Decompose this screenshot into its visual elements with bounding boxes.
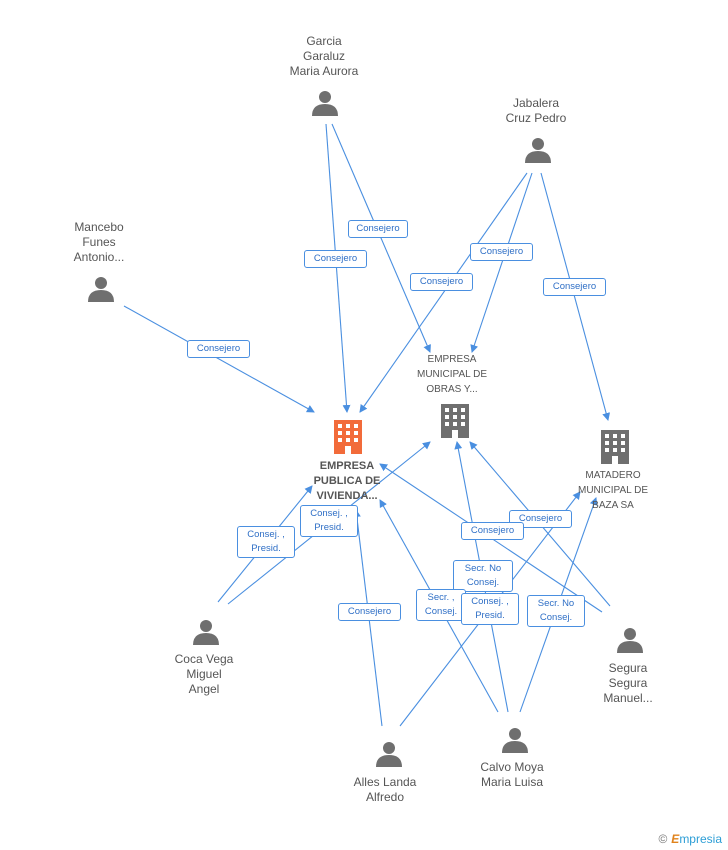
name-line: BAZA SA <box>592 500 634 511</box>
name-line: Alles Landa <box>353 775 417 789</box>
edge-label-consejero[interactable]: Consejero <box>338 603 401 621</box>
name-line: Miguel <box>186 667 222 681</box>
name-line: Jabalera <box>512 96 560 110</box>
edge-label-text: Presid. <box>314 522 344 533</box>
edge-label-text: Consej. <box>424 606 458 617</box>
name-line: Cruz Pedro <box>505 111 567 125</box>
edge-label-text: Consejero <box>518 513 563 524</box>
name-line: EMPRESA <box>427 354 477 365</box>
edge-label-text: Consejero <box>479 246 524 257</box>
edge-label-consejero[interactable]: Consejero <box>461 522 524 540</box>
name-line: Funes <box>82 235 116 249</box>
edge-label-consejero[interactable]: Consejero <box>348 220 408 238</box>
name-line: MATADERO <box>585 470 641 481</box>
person-icons <box>88 91 643 767</box>
edge-label-text: Consejero <box>470 525 515 536</box>
edge-label-consej-presid[interactable]: Consej. , Presid. <box>237 526 295 558</box>
company-main-label[interactable]: EMPRESA PUBLICA DE VIVIENDA... <box>297 459 397 504</box>
edge-label-text: Consej. <box>466 577 500 588</box>
name-line: OBRAS Y... <box>426 384 478 395</box>
edge-label-text: Consejero <box>552 281 597 292</box>
person-icon <box>617 628 643 653</box>
edge-label-text: Secr. , <box>427 592 455 603</box>
name-line: Garaluz <box>302 49 346 63</box>
person-icon <box>88 277 114 302</box>
edge-label-text: Presid. <box>251 543 281 554</box>
name-line: MUNICIPAL DE <box>416 369 487 380</box>
person-jabalera-label[interactable]: Jabalera Cruz Pedro <box>486 96 586 126</box>
name-line: MUNICIPAL DE <box>577 485 648 496</box>
edge-label-text: Secr. No <box>464 563 502 574</box>
person-icon <box>193 620 219 645</box>
building-icon-main <box>334 420 362 454</box>
company-obras-label[interactable]: EMPRESA MUNICIPAL DE OBRAS Y... <box>402 352 502 397</box>
person-icon <box>376 742 402 767</box>
name-line: Maria Aurora <box>289 64 359 78</box>
edge-label-text: Consejero <box>356 223 400 234</box>
edge-label-text: Consejero <box>196 343 241 354</box>
edge-label-consej-presid[interactable]: Consej. , Presid. <box>300 505 358 537</box>
edge-label-text: Consejero <box>347 606 392 617</box>
company-matadero-label[interactable]: MATADERO MUNICIPAL DE BAZA SA <box>563 468 663 513</box>
edge-label-secr-no-consej[interactable]: Secr. No Consej. <box>527 595 585 627</box>
edge-label-text: Consej. <box>539 612 573 623</box>
name-line: Coca Vega <box>174 652 234 666</box>
person-garcia-label[interactable]: Garcia Garaluz Maria Aurora <box>274 34 374 79</box>
edge-label-text: Consejero <box>313 253 358 264</box>
copyright-icon: © <box>658 832 668 846</box>
name-line: Segura <box>608 661 648 675</box>
edge-label-text: Consej. , <box>247 529 285 540</box>
edge-jabalera-obras <box>470 172 533 353</box>
name-line: Segura <box>608 676 648 690</box>
name-line: Calvo Moya <box>480 760 544 774</box>
person-calvo-label[interactable]: Calvo Moya Maria Luisa <box>462 760 562 790</box>
edge-jabalera-main <box>359 172 528 413</box>
building-icon-obras <box>441 404 469 438</box>
brand-name: mpresia <box>679 832 722 846</box>
person-mancebo-label[interactable]: Mancebo Funes Antonio... <box>49 220 149 265</box>
person-icon <box>502 728 528 753</box>
name-line: Angel <box>188 682 220 696</box>
name-line: Maria Luisa <box>480 775 544 789</box>
empresia-logo[interactable]: ©Empresia <box>658 832 722 846</box>
edge-label-secr-no-consej[interactable]: Secr. No Consej. <box>453 560 513 592</box>
edge-label-text: Secr. No <box>537 598 575 609</box>
name-line: Antonio... <box>73 250 125 264</box>
edge-label-consejero[interactable]: Consejero <box>470 243 533 261</box>
edge-mancebo-main <box>123 305 315 413</box>
edge-garcia-obras <box>331 123 431 353</box>
edge-label-text: Consejero <box>419 276 464 287</box>
name-line: Alfredo <box>365 790 405 804</box>
edge-label-text: Consej. , <box>471 596 509 607</box>
name-line: Mancebo <box>74 220 124 234</box>
edge-jabalera-matadero <box>540 172 611 421</box>
brand-initial: E <box>671 832 680 846</box>
person-alles-label[interactable]: Alles Landa Alfredo <box>335 775 435 805</box>
name-line: Manuel... <box>603 691 653 705</box>
name-line: VIVIENDA... <box>316 490 378 502</box>
edge-label-text: Presid. <box>475 610 505 621</box>
name-line: PUBLICA DE <box>313 475 381 487</box>
person-icon <box>525 138 551 163</box>
edge-label-consejero[interactable]: Consejero <box>410 273 473 291</box>
building-icon-matadero <box>601 430 629 464</box>
edge-garcia-main <box>325 123 351 413</box>
person-icon <box>312 91 338 116</box>
person-segura-label[interactable]: Segura Segura Manuel... <box>578 661 678 706</box>
edge-label-secr-consej[interactable]: Secr. , Consej. <box>416 589 466 621</box>
edge-label-consej-presid[interactable]: Consej. , Presid. <box>461 593 519 625</box>
edge-label-consejero[interactable]: Consejero <box>509 510 572 528</box>
name-line: Garcia <box>306 34 342 48</box>
edge-label-text: Consej. , <box>310 508 348 519</box>
edge-label-consejero[interactable]: Consejero <box>304 250 367 268</box>
edge-label-consejero[interactable]: Consejero <box>543 278 606 296</box>
edge-label-consejero[interactable]: Consejero <box>187 340 250 358</box>
name-line: EMPRESA <box>319 460 375 472</box>
person-coca-label[interactable]: Coca Vega Miguel Angel <box>154 652 254 697</box>
